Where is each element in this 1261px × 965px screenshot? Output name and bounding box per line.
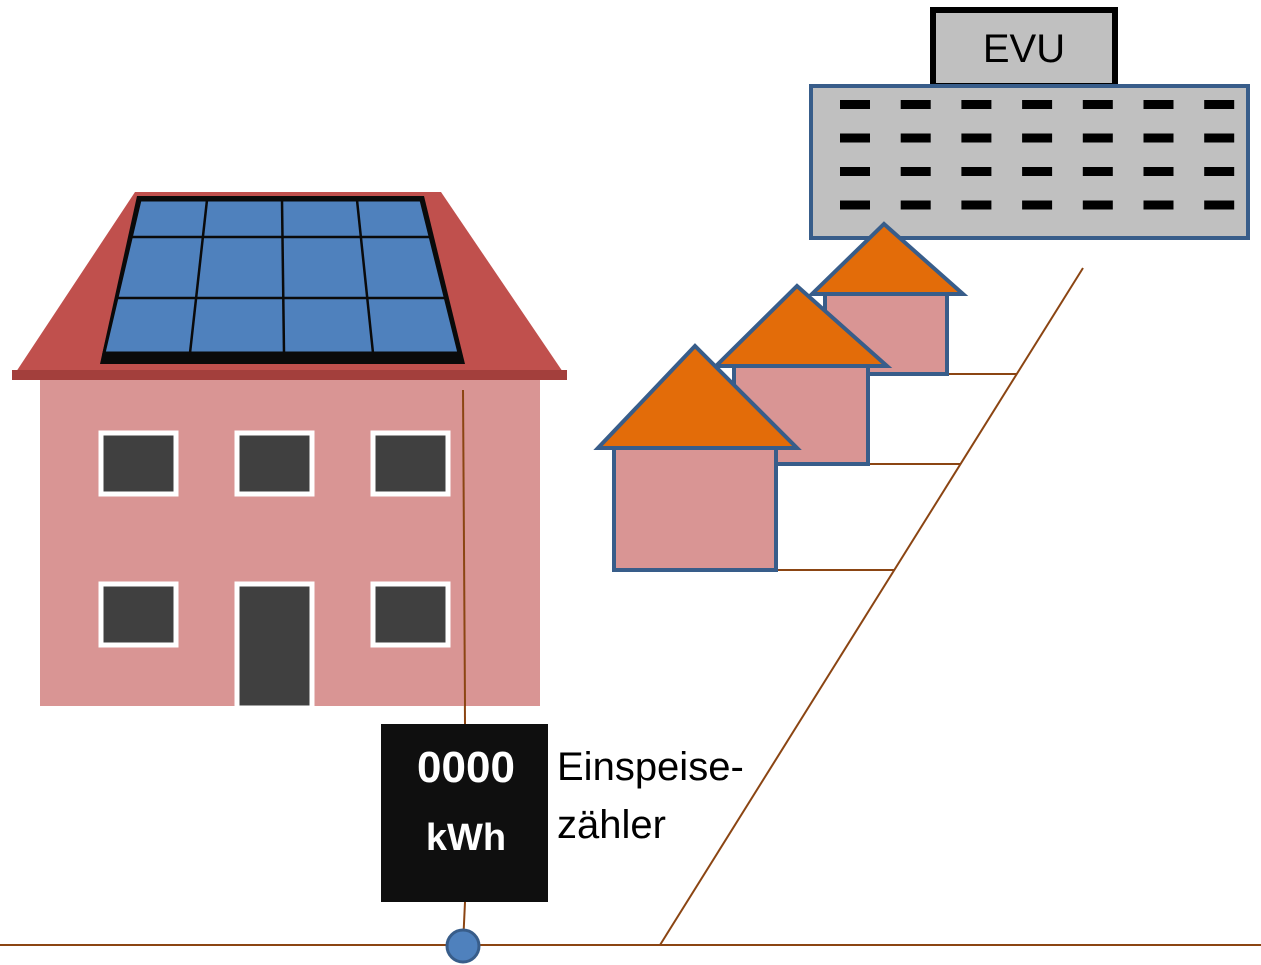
utility-window-dash bbox=[1204, 100, 1235, 109]
window-upper-right bbox=[370, 430, 451, 497]
utility-window-dash bbox=[1082, 167, 1113, 176]
meter-caption-line-1: Einspeise- bbox=[557, 745, 744, 789]
feed-in-meter: 0000 kWh Einspeise- zähler bbox=[381, 724, 744, 902]
front-door bbox=[234, 581, 315, 711]
utility-window-dash bbox=[1022, 133, 1053, 143]
main-house bbox=[12, 192, 567, 711]
utility-window-dash bbox=[961, 167, 992, 176]
neighbor-house-middle-roof bbox=[711, 283, 893, 368]
neighbor-house-back bbox=[807, 221, 969, 376]
main-house-wire-overlay bbox=[462, 389, 466, 707]
solar-grid-col-2 bbox=[280, 199, 286, 354]
window-lower-right bbox=[370, 581, 451, 648]
utility-window-dash bbox=[1204, 200, 1235, 210]
utility-window-dash bbox=[1082, 133, 1113, 143]
utility-window-dash bbox=[1082, 100, 1113, 109]
utility-window-dash bbox=[961, 133, 992, 143]
utility-window-dash bbox=[840, 200, 870, 210]
utility-window-dash bbox=[840, 167, 870, 176]
utility-building: EVU bbox=[809, 7, 1250, 240]
utility-window-dash bbox=[1143, 100, 1174, 109]
utility-window-dash bbox=[1143, 133, 1174, 143]
utility-window-dash bbox=[1143, 167, 1174, 176]
utility-window-dash bbox=[1022, 167, 1053, 176]
utility-window-dash bbox=[840, 133, 870, 143]
utility-building-body bbox=[809, 84, 1250, 240]
utility-window-dash bbox=[961, 100, 992, 109]
utility-window-dash bbox=[900, 100, 931, 109]
solar-grid-col-3 bbox=[355, 199, 375, 354]
utility-window-dash bbox=[1204, 167, 1235, 176]
main-house-eave bbox=[12, 370, 567, 380]
window-upper-left bbox=[98, 430, 179, 497]
window-lower-left bbox=[98, 581, 179, 648]
solar-array bbox=[100, 196, 465, 364]
utility-window-dash bbox=[1143, 200, 1174, 210]
main-house-windows bbox=[98, 430, 451, 711]
utility-window-dash bbox=[900, 133, 931, 143]
meter-reading: 0000 bbox=[417, 743, 515, 792]
utility-window-dash bbox=[961, 200, 992, 210]
neighbor-house-front bbox=[593, 343, 802, 572]
utility-window-dash bbox=[900, 200, 931, 210]
utility-window-dash bbox=[1022, 100, 1053, 109]
solar-panel-grid bbox=[116, 199, 445, 354]
neighbor-house-front-wall bbox=[612, 446, 778, 572]
grid-connection-point bbox=[445, 928, 481, 964]
utility-label: EVU bbox=[983, 27, 1065, 71]
utility-window-dash bbox=[1022, 200, 1053, 210]
utility-windows bbox=[840, 100, 1235, 210]
meter-caption-line-2: zähler bbox=[557, 803, 666, 847]
meter-unit: kWh bbox=[426, 817, 506, 859]
utility-window-dash bbox=[1082, 200, 1113, 210]
solar-grid-col-1 bbox=[188, 199, 209, 354]
neighbor-house-back-roof bbox=[807, 221, 969, 296]
utility-window-dash bbox=[840, 100, 870, 109]
window-upper-middle bbox=[234, 430, 315, 497]
diagonal-feeder-line bbox=[659, 267, 1084, 946]
utility-window-dash bbox=[1204, 133, 1235, 143]
utility-window-dash bbox=[900, 167, 931, 176]
neighbor-house-front-roof bbox=[593, 343, 802, 450]
meter-box bbox=[381, 724, 548, 902]
